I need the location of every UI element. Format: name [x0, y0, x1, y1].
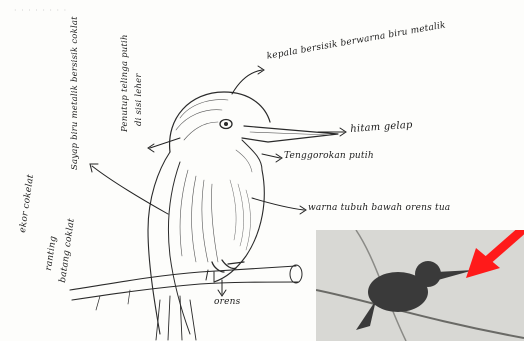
arrow-ear: [150, 138, 180, 148]
body-front: [214, 170, 264, 282]
wing-outline: [168, 162, 190, 334]
label-legs: orens: [214, 297, 240, 307]
label-wings: Sayap biru metalik bersisik coklat: [70, 16, 80, 170]
red-arrow: [316, 230, 524, 341]
label-throat: Tenggorokan putih: [284, 151, 374, 161]
reference-photo: [316, 230, 524, 341]
branch-end: [290, 265, 302, 283]
label-underside: warna tubuh bawah orens tua: [308, 203, 450, 213]
belly-texture: [230, 180, 251, 250]
throat-outline: [242, 140, 262, 170]
wing-feathers: [180, 170, 218, 262]
arrow-head: [232, 70, 262, 94]
label-ear-patch: Penutup telinga putih: [120, 34, 130, 132]
label-ear-patch-line2: di sisi leher: [134, 73, 144, 126]
head-texture: [176, 100, 228, 140]
beak-outline: [242, 126, 338, 142]
head-outline: [170, 92, 270, 152]
arrow-wing: [92, 166, 168, 214]
arrow-underside: [252, 198, 304, 210]
branch: [70, 266, 298, 300]
